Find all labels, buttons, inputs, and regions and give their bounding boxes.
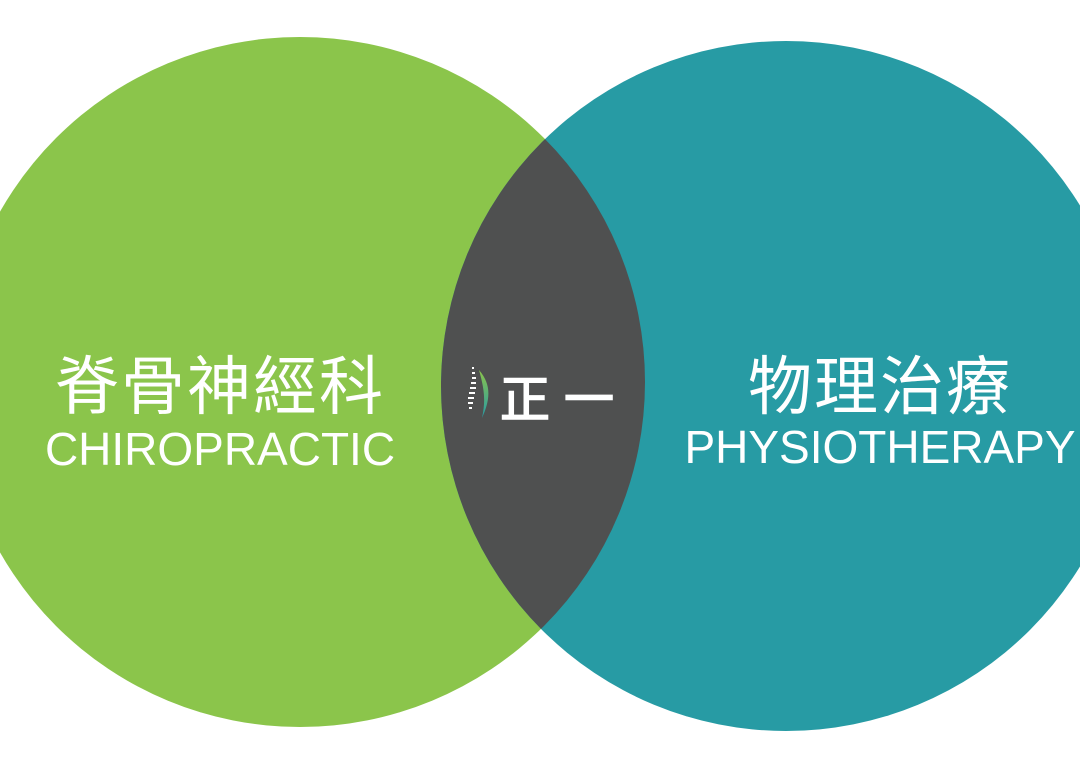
right-title-en: PHYSIOTHERAPY xyxy=(684,421,1076,473)
left-circle xyxy=(0,37,645,727)
center-brand-text: 正一 xyxy=(500,371,628,429)
left-title-zh: 脊骨神經科 xyxy=(55,351,385,425)
right-title-zh: 物理治療 xyxy=(748,351,1012,425)
left-title-en: CHIROPRACTIC xyxy=(44,423,396,475)
spine-icon xyxy=(468,367,489,418)
